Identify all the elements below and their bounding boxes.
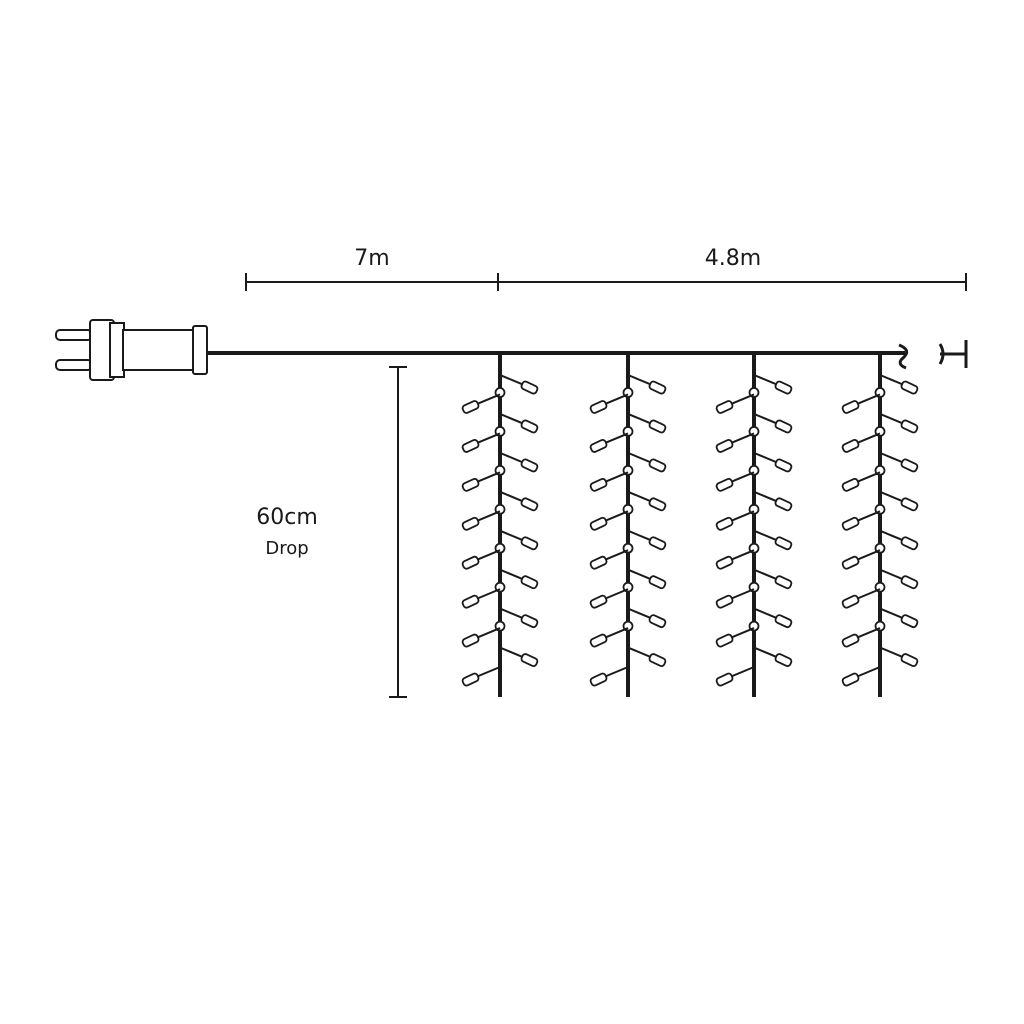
bulb-icon	[499, 451, 539, 473]
bulb-icon	[879, 646, 919, 667]
bulb-icon	[879, 568, 919, 590]
bulb-icon	[841, 432, 881, 453]
light-strand	[841, 353, 919, 697]
light-strand	[589, 353, 667, 697]
bulb-icon	[753, 568, 793, 590]
bulb-icon	[841, 627, 881, 648]
bulb-icon	[841, 510, 881, 531]
bulb-icon	[627, 568, 667, 590]
bulb-icon	[715, 471, 755, 492]
bulb-icon	[589, 588, 629, 609]
bulb-icon	[841, 588, 881, 609]
bulb-icon	[879, 607, 919, 629]
bulb-icon	[499, 646, 539, 667]
bulb-icon	[589, 510, 629, 531]
bulb-icon	[627, 607, 667, 629]
bulb-icon	[879, 490, 919, 512]
bulb-icon	[499, 529, 539, 551]
bulb-icon	[461, 432, 501, 453]
bulb-icon	[753, 374, 793, 395]
drop-length-label: 60cm	[256, 505, 318, 530]
bulb-icon	[841, 549, 881, 570]
bulb-icon	[589, 666, 629, 687]
bulb-icon	[589, 432, 629, 453]
lit-length-label: 4.8m	[704, 246, 762, 271]
drop-caption-label: Drop	[265, 538, 309, 559]
bulb-icon	[753, 451, 793, 473]
bulb-icon	[627, 646, 667, 667]
bulb-icon	[715, 393, 755, 414]
bulb-icon	[499, 413, 539, 434]
bulb-icon	[589, 627, 629, 648]
drop-dimension-bar	[389, 366, 407, 698]
bulb-icon	[841, 666, 881, 687]
light-strand	[461, 353, 539, 697]
bulb-icon	[627, 451, 667, 473]
bulb-icon	[589, 393, 629, 414]
bulb-icon	[715, 588, 755, 609]
bulb-icon	[715, 666, 755, 687]
bulb-icon	[753, 490, 793, 512]
bulb-icon	[499, 607, 539, 629]
bulb-icon	[841, 471, 881, 492]
bulb-icon	[589, 471, 629, 492]
bulb-icon	[461, 393, 501, 414]
bulb-icon	[879, 451, 919, 473]
bulb-icon	[627, 490, 667, 512]
bulb-icon	[753, 413, 793, 434]
bulb-icon	[589, 549, 629, 570]
bulb-icon	[461, 471, 501, 492]
bulb-icon	[461, 666, 501, 687]
lead-cable-length-label: 7m	[354, 246, 390, 271]
bulb-icon	[499, 490, 539, 512]
light-strand	[715, 353, 793, 697]
bulb-icon	[841, 393, 881, 414]
end-connector-icon	[938, 340, 968, 368]
bulb-icon	[461, 588, 501, 609]
bulb-icon	[879, 374, 919, 395]
hook-icon	[898, 343, 909, 370]
bulb-icon	[715, 432, 755, 453]
bulb-icon	[627, 529, 667, 551]
strands-group	[461, 353, 919, 697]
dimension-bar	[245, 273, 967, 291]
bulb-icon	[627, 374, 667, 395]
bulb-icon	[499, 374, 539, 395]
bulb-icon	[879, 413, 919, 434]
bulb-icon	[461, 549, 501, 570]
bulb-icon	[627, 413, 667, 434]
bulb-icon	[753, 529, 793, 551]
bulb-icon	[879, 529, 919, 551]
bulb-icon	[461, 627, 501, 648]
bulb-icon	[715, 549, 755, 570]
bulb-icon	[715, 510, 755, 531]
bulb-icon	[753, 607, 793, 629]
plug-icon	[55, 319, 208, 381]
bulb-icon	[499, 568, 539, 590]
bulb-icon	[753, 646, 793, 667]
bulb-icon	[715, 627, 755, 648]
bulb-icon	[461, 510, 501, 531]
